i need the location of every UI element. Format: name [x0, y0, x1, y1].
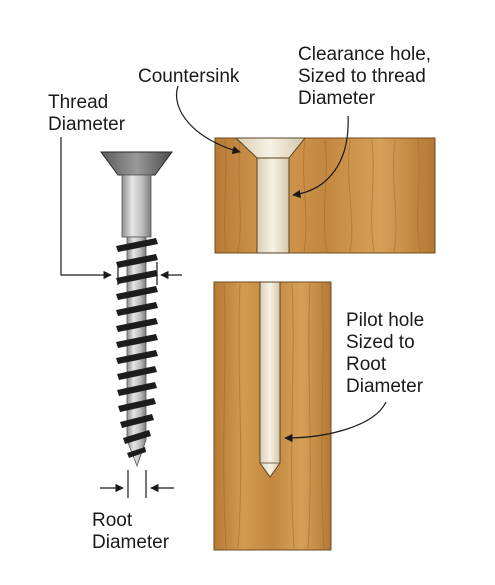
clearance-hole [256, 157, 290, 254]
pilot-line-2: Sized to [346, 332, 415, 353]
top-wood-block [214, 137, 436, 254]
clearance-line-2: Sized to thread [298, 66, 426, 87]
thread-diameter-label: Thread Diameter [48, 92, 125, 136]
screw-shank [121, 174, 152, 238]
thread-line-1: Thread [48, 92, 109, 113]
screw-head [100, 151, 173, 176]
screw-threads [116, 238, 158, 458]
countersink-leader [176, 85, 241, 155]
root-line-1: Root [92, 510, 133, 531]
thread-diameter-dimension [60, 137, 182, 285]
clearance-hole-label: Clearance hole, Sized to thread Diameter [298, 44, 431, 110]
pilot-hole-label: Pilot hole Sized to Root Diameter [346, 310, 424, 398]
pilot-leader [284, 401, 387, 443]
thread-line-2: Diameter [48, 114, 126, 135]
countersink-label: Countersink [138, 66, 239, 88]
clearance-leader [292, 115, 349, 199]
pilot-hole [259, 281, 281, 478]
root-diameter-label: Root Diameter [92, 510, 169, 554]
countersink-label-text: Countersink [138, 66, 240, 87]
pilot-line-4: Diameter [346, 376, 424, 397]
root-diameter-dimension [100, 470, 174, 498]
root-line-2: Diameter [92, 532, 170, 553]
clearance-line-1: Clearance hole, [298, 44, 432, 65]
pilot-line-1: Pilot hole [346, 310, 425, 331]
clearance-line-3: Diameter [298, 88, 376, 109]
screw [100, 151, 173, 468]
pilot-line-3: Root [346, 354, 387, 375]
bottom-wood-block [213, 281, 332, 551]
